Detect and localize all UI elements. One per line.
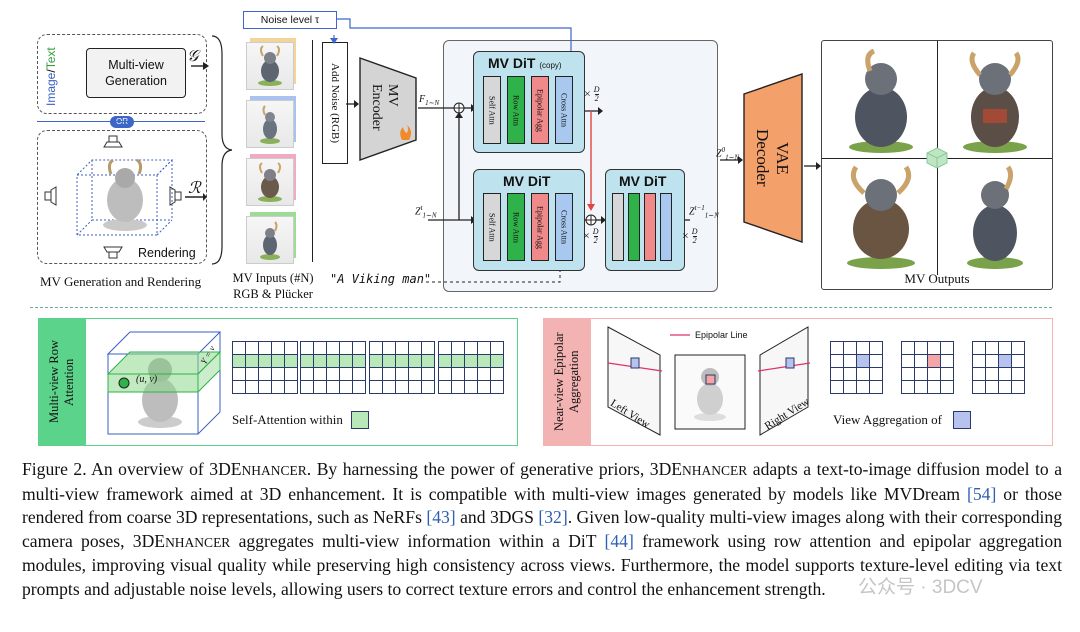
- dit-main-cross-attn: Cross Attn: [555, 193, 573, 261]
- epipolar-views: [607, 326, 810, 436]
- mv-encoder-label: MV Encoder: [369, 84, 400, 131]
- vae-decoder-label: VAE Decoder: [753, 129, 792, 187]
- output-view-1: [849, 49, 913, 153]
- or-badge: OR: [110, 116, 134, 128]
- dit-right-title: MV DiT: [619, 173, 667, 189]
- epi-grid-2: [901, 341, 954, 394]
- dit-right-row-attn: [628, 193, 640, 261]
- or-divider: [37, 121, 205, 122]
- dit-main-row-attn: Row Attn: [507, 193, 525, 261]
- add-noise-box: Add Noise (RGB): [322, 42, 348, 164]
- inputs-line: [312, 40, 313, 262]
- z-out-label: Zt−11∼N: [689, 204, 719, 220]
- input-thumb-3: [246, 158, 294, 206]
- input-thumb-1: [246, 42, 294, 90]
- output-view-4: [967, 165, 1023, 269]
- vae-decoder-shape: [743, 73, 803, 243]
- dit-copy-self-attn: Self Attn: [483, 76, 501, 144]
- dit-right-cross-attn: [660, 193, 672, 261]
- ref-54[interactable]: [54]: [967, 483, 997, 504]
- left-panel-caption: MV Generation and Rendering: [40, 274, 202, 289]
- pipeline-connectors: [330, 18, 821, 283]
- epipolar-line-label: Epipolar Line: [695, 330, 748, 340]
- dit-right-epipolar-agg: [644, 193, 656, 261]
- cube-icon: [926, 147, 948, 169]
- row-grid-1: [232, 341, 298, 394]
- input-type-label: Image/Text: [44, 47, 58, 106]
- dit-copy-row-attn: Row Attn: [507, 76, 525, 144]
- section-divider: [30, 307, 1052, 308]
- view-aggregation-text: View Aggregation of: [833, 412, 942, 427]
- dit-main-self-attn: Self Attn: [483, 193, 501, 261]
- mv-inputs-label: MV Inputs (#N) RGB & Plücker: [232, 271, 314, 301]
- rendering-scene: [44, 135, 207, 259]
- z-in-label: Zt1∼N: [415, 204, 437, 220]
- dit-copy-title: MV DiT (copy): [488, 55, 562, 71]
- self-attention-text: Self-Attention within: [232, 412, 343, 427]
- z0-label: Z01∼N: [716, 146, 740, 162]
- epipolar-sidebar: Near-view Epipolar Aggregation: [543, 318, 591, 446]
- r-symbol: ℛ: [188, 180, 201, 197]
- g-symbol: 𝒢: [187, 48, 199, 65]
- row-legend-swatch: [351, 411, 369, 429]
- row-attention-sidebar: Multi-view Row Attention: [38, 318, 86, 446]
- row-grid-4: [438, 341, 504, 394]
- mv-outputs-label: MV Outputs: [904, 271, 970, 286]
- dit-copy-epipolar-agg: Epipolar Agg: [531, 76, 549, 144]
- dit-main-title: MV DiT: [503, 173, 551, 189]
- ref-43[interactable]: [43]: [426, 507, 456, 527]
- row-attention-cube: [106, 331, 222, 435]
- noise-level-box: Noise level τ: [243, 11, 337, 29]
- input-thumb-2: [246, 100, 294, 148]
- uv-label: (u, v): [136, 374, 158, 385]
- f-label: F1∼N: [419, 94, 440, 107]
- mv-encoder-shape: [359, 57, 417, 161]
- generation-box: [37, 34, 207, 114]
- epi-grid-1: [830, 341, 883, 394]
- input-thumb-4: [246, 216, 294, 264]
- multiview-generation-box: Multi-view Generation: [86, 48, 186, 98]
- ref-44[interactable]: [44]: [604, 530, 634, 551]
- output-view-2: [963, 51, 1027, 153]
- g-arrow: [191, 62, 209, 70]
- epi-legend-swatch: [953, 411, 971, 429]
- epi-grid-3: [972, 341, 1025, 394]
- mv-outputs-panel: MV Outputs: [821, 40, 1053, 290]
- brace: [211, 35, 233, 265]
- dit-copy-cross-attn: Cross Attn: [555, 76, 573, 144]
- text-prompt: "A Viking man": [330, 272, 432, 286]
- dit-main-epipolar-agg: Epipolar Agg: [531, 193, 549, 261]
- mv-input-stack: [246, 38, 298, 264]
- row-grid-3: [369, 341, 435, 394]
- ref-32[interactable]: [32]: [538, 507, 568, 527]
- watermark: 公众号 · 3DCV: [858, 577, 983, 598]
- figure-caption: Figure 2. An overview of 3DENHANCER. By …: [22, 459, 1063, 599]
- rendering-label: Rendering: [138, 246, 196, 260]
- row-grid-2: [300, 341, 366, 394]
- dit-right-self-attn: [612, 193, 624, 261]
- output-view-3: [847, 165, 915, 269]
